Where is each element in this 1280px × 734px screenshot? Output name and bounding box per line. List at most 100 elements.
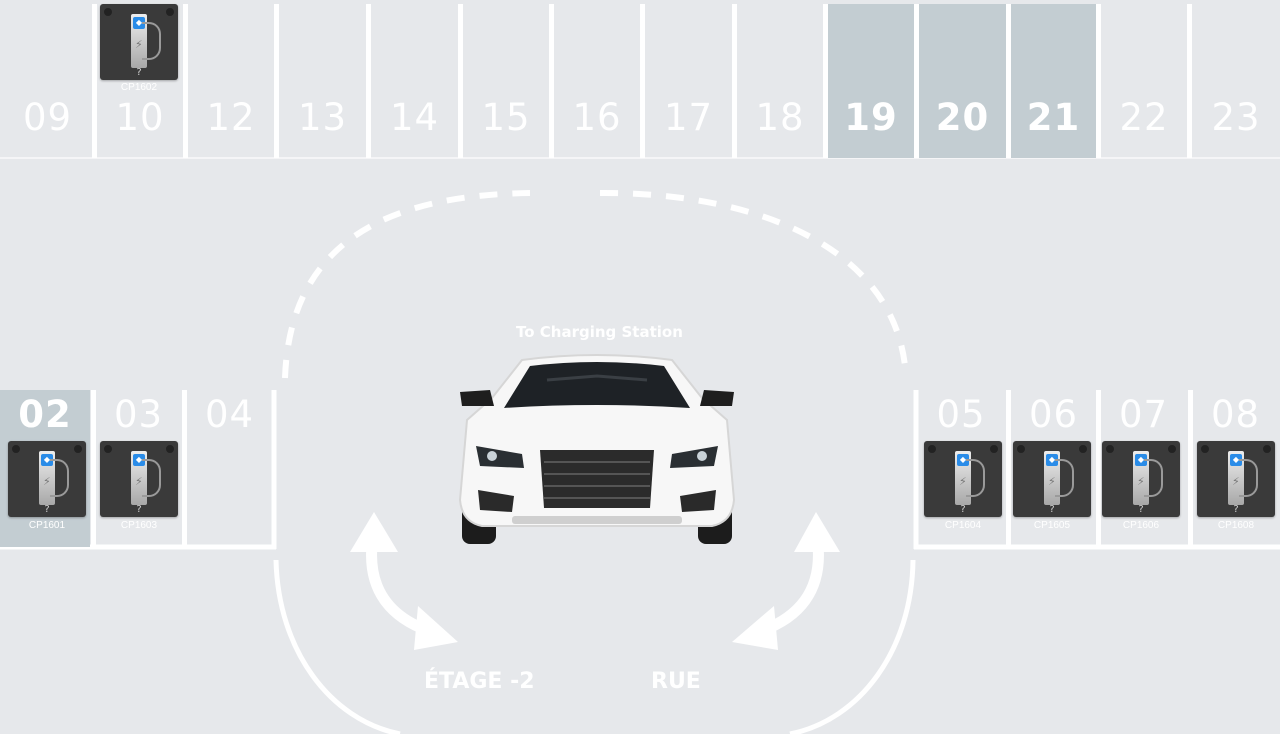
- mount-dot: [74, 445, 82, 453]
- charger-status: ?: [960, 504, 966, 515]
- charger-id-label: CP1601: [28, 520, 66, 531]
- mount-dot: [104, 8, 112, 16]
- charger-cp1601[interactable]: ◆⚡?: [8, 441, 86, 517]
- cable-icon: [50, 459, 69, 497]
- spot-number: 23: [1211, 96, 1261, 139]
- top-spot[interactable]: 16: [549, 4, 640, 158]
- top-spot[interactable]: 17: [640, 4, 732, 158]
- top-spot[interactable]: 09: [3, 4, 92, 158]
- car-icon[interactable]: [452, 350, 742, 550]
- spot-number: 21: [1026, 96, 1081, 139]
- spot-number: 16: [572, 96, 622, 139]
- spot-number: 03: [113, 393, 164, 436]
- bottom-left-spot[interactable]: 03: [91, 390, 181, 547]
- charger-status: ?: [44, 504, 50, 515]
- bolt-icon: ⚡: [135, 475, 143, 488]
- bottom-right-spot[interactable]: 08: [1188, 390, 1278, 547]
- top-spot[interactable]: 18: [732, 4, 823, 158]
- mount-dot: [12, 445, 20, 453]
- charger-id-label: CP1602: [120, 82, 158, 93]
- mount-dot: [1168, 445, 1176, 453]
- ramp-right-curve: [789, 559, 916, 734]
- cable-icon: [142, 459, 161, 497]
- charger-id-label: CP1608: [1217, 520, 1255, 531]
- arrow-right-icon: [732, 512, 840, 650]
- bottom-right-spot[interactable]: 05: [916, 390, 1006, 547]
- charger-cp1604[interactable]: ◆⚡?: [924, 441, 1002, 517]
- bolt-icon: ⚡: [135, 38, 143, 51]
- mount-dot: [166, 8, 174, 16]
- cable-icon: [142, 22, 161, 60]
- spot-number: 02: [18, 393, 72, 436]
- top-spot[interactable]: 15: [458, 4, 549, 158]
- top-spot[interactable]: 12: [183, 4, 274, 158]
- bolt-icon: ⚡: [43, 475, 51, 488]
- charger-status: ?: [136, 504, 142, 515]
- bolt-icon: ⚡: [1048, 475, 1056, 488]
- cable-icon: [1239, 459, 1258, 497]
- bottom-right-spot[interactable]: 07: [1096, 390, 1186, 547]
- floor-label-etage[interactable]: ÉTAGE -2: [424, 669, 535, 694]
- charger-status: ?: [1233, 504, 1239, 515]
- charger-id-label: CP1604: [944, 520, 982, 531]
- spot-number: 05: [936, 393, 986, 436]
- spot-number: 04: [204, 393, 255, 436]
- charger-cp1603[interactable]: ◆⚡?: [100, 441, 178, 517]
- top-spot[interactable]: 23: [1187, 4, 1280, 158]
- spot-number: 14: [389, 96, 440, 139]
- charger-cp1606[interactable]: ◆⚡?: [1102, 441, 1180, 517]
- bolt-icon: ⚡: [1232, 475, 1240, 488]
- top-spot[interactable]: 20: [914, 4, 1006, 158]
- cable-icon: [966, 459, 985, 497]
- spot-number: 15: [481, 96, 531, 139]
- mount-dot: [166, 445, 174, 453]
- spot-number: 08: [1210, 393, 1261, 436]
- spot-number: 19: [844, 96, 898, 139]
- spot-number: 22: [1119, 96, 1169, 139]
- dashed-ring-left: [282, 190, 531, 379]
- spot-number: 12: [206, 96, 256, 139]
- charger-status: ?: [1049, 504, 1055, 515]
- floor-label-rue[interactable]: RUE: [651, 669, 701, 694]
- top-spot[interactable]: 19: [823, 4, 914, 158]
- mount-dot: [990, 445, 998, 453]
- bottom-right-spot[interactable]: 06: [1006, 390, 1096, 547]
- top-spot[interactable]: 22: [1096, 4, 1187, 158]
- destination-label: To Charging Station: [516, 323, 683, 341]
- cable-icon: [1144, 459, 1163, 497]
- bottom-left-spot[interactable]: 04: [182, 390, 272, 547]
- charger-id-label: CP1606: [1122, 520, 1160, 531]
- top-spot[interactable]: 14: [366, 4, 458, 158]
- top-spot[interactable]: 21: [1006, 4, 1096, 158]
- charger-cp1605[interactable]: ◆⚡?: [1013, 441, 1091, 517]
- spot-number: 17: [663, 96, 714, 139]
- charger-id-label: CP1605: [1033, 520, 1071, 531]
- mount-dot: [1263, 445, 1271, 453]
- bolt-icon: ⚡: [959, 475, 967, 488]
- spot-number: 06: [1028, 393, 1079, 436]
- arrow-left-icon: [350, 512, 458, 650]
- bolt-icon: ⚡: [1137, 475, 1145, 488]
- charger-cp1602[interactable]: ◆⚡?: [100, 4, 178, 80]
- top-spot[interactable]: 13: [274, 4, 366, 158]
- spot-number: 20: [935, 96, 990, 139]
- charger-id-label: CP1603: [120, 520, 158, 531]
- charger-cp1608[interactable]: ◆⚡?: [1197, 441, 1275, 517]
- mount-dot: [1201, 445, 1209, 453]
- mount-dot: [928, 445, 936, 453]
- spot-number: 18: [755, 96, 805, 139]
- mount-dot: [1017, 445, 1025, 453]
- mount-dot: [104, 445, 112, 453]
- spot-number: 09: [22, 96, 73, 139]
- cable-icon: [1055, 459, 1074, 497]
- ramp-left-curve: [273, 559, 401, 734]
- charger-status: ?: [136, 67, 142, 78]
- top-spot[interactable]: 10: [92, 4, 183, 158]
- spot-number: 10: [115, 96, 165, 139]
- spot-number: 07: [1118, 393, 1169, 436]
- dashed-ring-right: [599, 189, 909, 379]
- mount-dot: [1106, 445, 1114, 453]
- mount-dot: [1079, 445, 1087, 453]
